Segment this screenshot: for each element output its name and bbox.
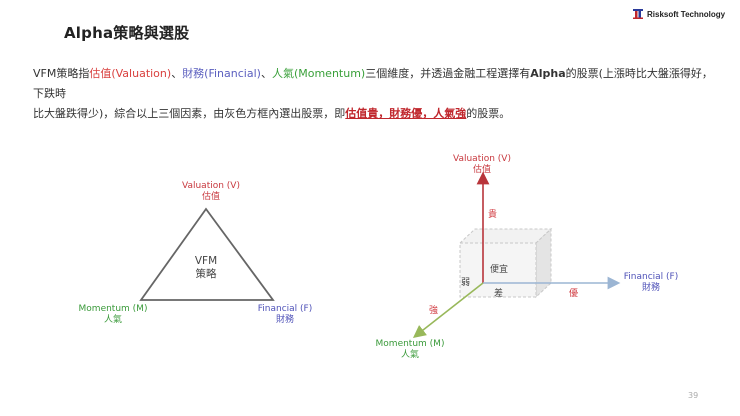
financial-low-label: 差: [494, 289, 504, 299]
separator: 、: [171, 67, 183, 80]
cube-financial-label: Financial (F) 財務: [616, 272, 686, 294]
momentum-axis: [412, 282, 484, 338]
momentum-term: 人氣(Momentum): [271, 67, 366, 80]
intro-text: 的股票(上漲時比大盤漲得好，下跌時: [33, 67, 713, 100]
label-en: Valuation (V): [182, 181, 240, 191]
intro-text: VFM策略指: [33, 67, 90, 80]
slide-title: Alpha策略與選股: [64, 24, 190, 42]
intro-paragraph: VFM策略指估值(Valuation)、財務(Financial)、人氣(Mom…: [33, 64, 723, 124]
intro-text: 的股票。: [466, 107, 511, 120]
triangle-valuation-label: Valuation (V) 估值: [166, 181, 256, 203]
label-zh: 財務: [275, 315, 294, 325]
triangle-center-label: VFM 策略: [176, 255, 236, 281]
selection-cube: [458, 227, 553, 299]
financial-high-label: 優: [569, 289, 579, 299]
label-en: Valuation (V): [453, 154, 511, 164]
intro-text: 比大盤跌得少)，綜合以上三個因素，由灰色方框內選出股票，即: [33, 107, 346, 120]
alpha-term: Alpha: [530, 67, 566, 80]
triangle-financial-label: Financial (F) 財務: [240, 304, 330, 326]
label-en: Financial (F): [257, 304, 313, 314]
intro-line-2: 比大盤跌得少)，綜合以上三個因素，由灰色方框內選出股票，即估值貴，財務優，人氣強…: [33, 104, 723, 124]
cube-momentum-label: Momentum (M) 人氣: [365, 339, 455, 361]
valuation-term: 估值(Valuation): [89, 67, 172, 80]
label-zh: 估值: [472, 165, 491, 175]
momentum-high-label: 強: [429, 306, 439, 316]
center-line-2: 策略: [195, 268, 217, 280]
momentum-low-label: 弱: [461, 278, 471, 288]
label-en: Momentum (M): [375, 339, 445, 349]
label-zh: 財務: [641, 283, 660, 293]
risksoft-logo-icon: [633, 9, 643, 19]
cube-valuation-label: Valuation (V) 估值: [437, 154, 527, 176]
separator: 、: [260, 67, 272, 80]
selection-highlight: 估值貴，財務優，人氣強: [345, 107, 467, 120]
label-zh: 人氣: [103, 315, 122, 325]
intro-text: 三個維度，并透過金融工程選擇有: [365, 67, 531, 80]
intro-line-1: VFM策略指估值(Valuation)、財務(Financial)、人氣(Mom…: [33, 64, 723, 104]
valuation-high-label: 貴: [488, 210, 498, 220]
brand: Risksoft Technology: [633, 9, 725, 19]
page-number: 39: [688, 391, 699, 400]
valuation-low-label: 便宜: [490, 265, 509, 275]
label-zh: 估值: [201, 192, 220, 202]
center-line-1: VFM: [194, 255, 218, 267]
financial-term: 財務(Financial): [182, 67, 261, 80]
label-zh: 人氣: [400, 350, 419, 360]
label-en: Financial (F): [623, 272, 679, 282]
label-en: Momentum (M): [78, 304, 148, 314]
brand-name: Risksoft Technology: [647, 9, 726, 19]
triangle-momentum-label: Momentum (M) 人氣: [68, 304, 158, 326]
